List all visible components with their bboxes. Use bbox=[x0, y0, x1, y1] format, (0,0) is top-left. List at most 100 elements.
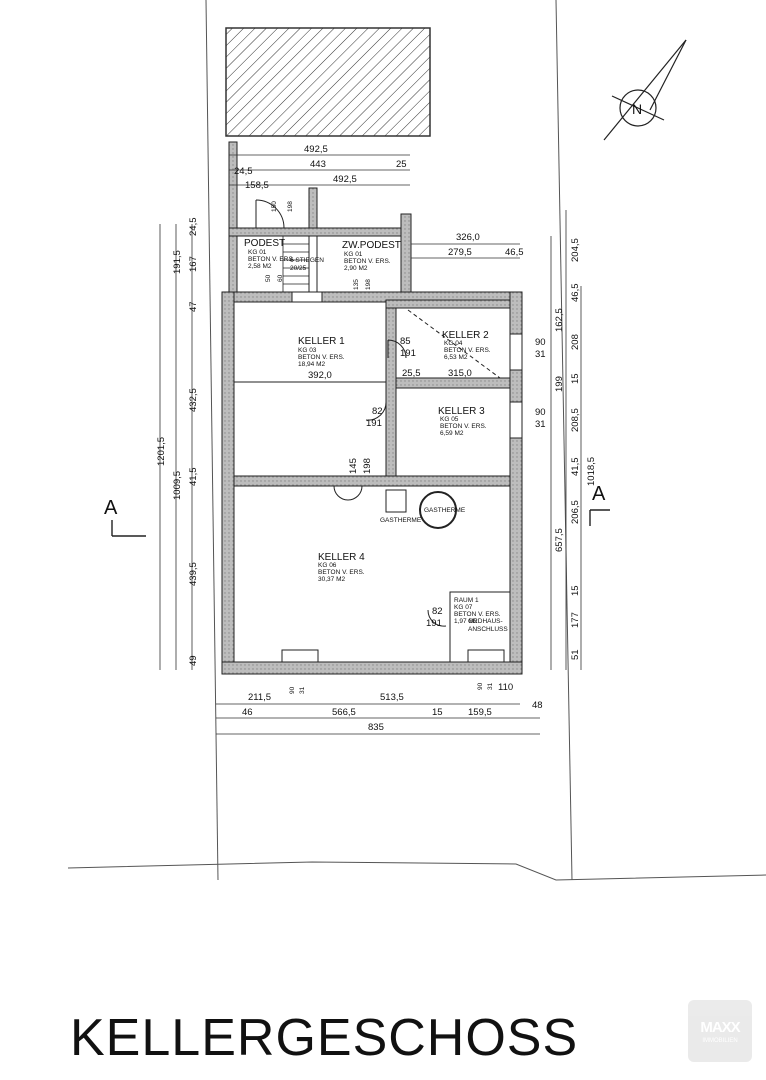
right-dim-5: 15 bbox=[570, 373, 581, 384]
stair-dim-2: 60 bbox=[277, 274, 284, 282]
gastherme-circle bbox=[419, 491, 457, 529]
keller2-name: KELLER 2 bbox=[442, 330, 489, 341]
right-dim-14: 51 bbox=[570, 649, 581, 660]
left-dim-5: 432,5 bbox=[188, 388, 199, 412]
bottom-dim-11: 159,5 bbox=[468, 707, 492, 718]
left-dim-10: 49 bbox=[188, 655, 199, 666]
keller1-area: 18,94 M2 bbox=[298, 361, 325, 368]
zw-door-1: 135 bbox=[353, 279, 360, 290]
zwpodest-code: KG 01 bbox=[344, 251, 363, 258]
brand-logo: MAXX IMMOBILIEN bbox=[688, 1000, 752, 1062]
zwpodest-area: 2,90 M2 bbox=[344, 265, 368, 272]
keller2-area: 6,53 M2 bbox=[444, 354, 468, 361]
section-marker-right bbox=[589, 509, 610, 526]
gastherme-unit bbox=[385, 489, 407, 513]
dim-top-6: 492,5 bbox=[333, 174, 357, 185]
gastherme-label: GASTHERME bbox=[380, 517, 422, 524]
right-dim-12: 15 bbox=[570, 585, 581, 596]
keller3-name: KELLER 3 bbox=[438, 406, 485, 417]
keller4-code: KG 06 bbox=[318, 562, 337, 569]
podest-area: 2,58 M2 bbox=[248, 263, 272, 270]
k4-door-1: 145 bbox=[348, 458, 359, 474]
k3-door-2: 191 bbox=[366, 418, 382, 429]
keller1-name: KELLER 1 bbox=[298, 336, 345, 347]
dim-top-5: 158,5 bbox=[245, 180, 269, 191]
stair-dim-1: 50 bbox=[265, 274, 272, 282]
keller3-area: 6,59 M2 bbox=[440, 430, 464, 437]
dim-right-top-1: 326,0 bbox=[456, 232, 480, 243]
windows bbox=[281, 291, 523, 663]
hatched-area bbox=[225, 27, 431, 137]
stairs bbox=[282, 236, 310, 292]
bottom-dim-13: 835 bbox=[368, 722, 384, 733]
bottom-dim-4: 513,5 bbox=[380, 692, 404, 703]
right-dim-10: 206,5 bbox=[570, 500, 581, 524]
bottom-dim-3: 31 bbox=[299, 686, 306, 694]
zw-door-2: 198 bbox=[365, 279, 372, 290]
podest-code: KG 01 bbox=[248, 249, 267, 256]
bottom-dim-1: 211,5 bbox=[248, 692, 271, 703]
left-dim-4: 47 bbox=[188, 301, 199, 312]
raum1-name: RAUM 1 bbox=[454, 597, 479, 604]
keller1-code: KG 03 bbox=[298, 347, 317, 354]
floor-plan: N bbox=[67, 0, 766, 881]
dim-top-2: 24,5 bbox=[234, 166, 253, 177]
right-dim-9: 1018,5 bbox=[586, 457, 597, 486]
right-dim-7: 208,5 bbox=[570, 408, 581, 432]
bottom-dim-5: 90 bbox=[477, 682, 484, 690]
dim-door-top-1: 150 bbox=[271, 201, 278, 212]
keller1-floor: BETON V. ERS. bbox=[298, 354, 345, 361]
win-dim-2: 31 bbox=[535, 349, 546, 360]
podest-floor: BETON V. ERS. bbox=[248, 256, 295, 263]
brand-logo-mark: MAXX bbox=[700, 1018, 740, 1036]
left-dim-8: 41,5 bbox=[188, 468, 199, 487]
dimension-lines bbox=[159, 154, 582, 735]
building-walls bbox=[221, 213, 523, 675]
keller4-floor: BETON V. ERS. bbox=[318, 569, 365, 576]
raum1-area: 1,97 M2 bbox=[454, 618, 478, 625]
doors bbox=[255, 199, 501, 627]
left-dim-6: 1201,5 bbox=[156, 437, 167, 466]
k1-width: 392,0 bbox=[308, 370, 332, 381]
keller2-floor: BETON V. ERS. bbox=[444, 347, 491, 354]
win-dim-3: 90 bbox=[535, 407, 546, 418]
raum-door-2: 191 bbox=[426, 618, 442, 629]
stairs-label: 6 STIEGEN bbox=[290, 257, 324, 264]
k2-wall-2: 315,0 bbox=[448, 368, 472, 379]
property-lines bbox=[67, 0, 766, 881]
right-dim-3: 162,5 bbox=[554, 308, 565, 332]
k4-door-2: 198 bbox=[362, 458, 373, 474]
left-dim-1: 24,5 bbox=[188, 218, 199, 237]
dim-right-top-2: 279,5 bbox=[448, 247, 472, 258]
bottom-dim-9: 566,5 bbox=[332, 707, 356, 718]
left-dim-9: 439,5 bbox=[188, 562, 199, 586]
win-dim-1: 90 bbox=[535, 337, 546, 348]
right-dim-8: 41,5 bbox=[570, 458, 581, 477]
right-dim-6: 199 bbox=[554, 376, 565, 392]
win-dim-4: 31 bbox=[535, 419, 546, 430]
right-dim-2: 46,5 bbox=[570, 284, 581, 303]
section-marker-left bbox=[111, 520, 146, 537]
bottom-dim-10: 15 bbox=[432, 707, 443, 718]
k1-door-2: 191 bbox=[400, 348, 416, 359]
zwpodest-floor: BETON V. ERS. bbox=[344, 258, 391, 265]
k3-door-1: 82 bbox=[372, 406, 383, 417]
bottom-dim-8: 46 bbox=[242, 707, 253, 718]
zwpodest-name: ZW.PODEST bbox=[342, 240, 401, 251]
raum1-note2: ANSCHLUSS bbox=[468, 626, 508, 633]
k2-wall-1: 25,5 bbox=[402, 368, 421, 379]
north-arrow-icon bbox=[603, 39, 687, 141]
keller3-code: KG 05 bbox=[440, 416, 459, 423]
keller4-name: KELLER 4 bbox=[318, 552, 365, 563]
k1-door-1: 85 bbox=[400, 336, 411, 347]
dim-top-1: 492,5 bbox=[304, 144, 328, 155]
bottom-dim-7: 110 bbox=[498, 682, 513, 693]
right-dim-13: 177 bbox=[570, 612, 581, 628]
dim-door-top-2: 198 bbox=[287, 201, 294, 212]
raum1-note1: GRDHAUS- bbox=[468, 618, 503, 625]
section-label-left: A bbox=[104, 497, 118, 519]
raum1-code: KG 07 bbox=[454, 604, 473, 611]
right-dim-1: 204,5 bbox=[570, 238, 581, 262]
dim-top-3: 443 bbox=[310, 159, 326, 170]
bottom-dim-6: 31 bbox=[487, 682, 494, 690]
